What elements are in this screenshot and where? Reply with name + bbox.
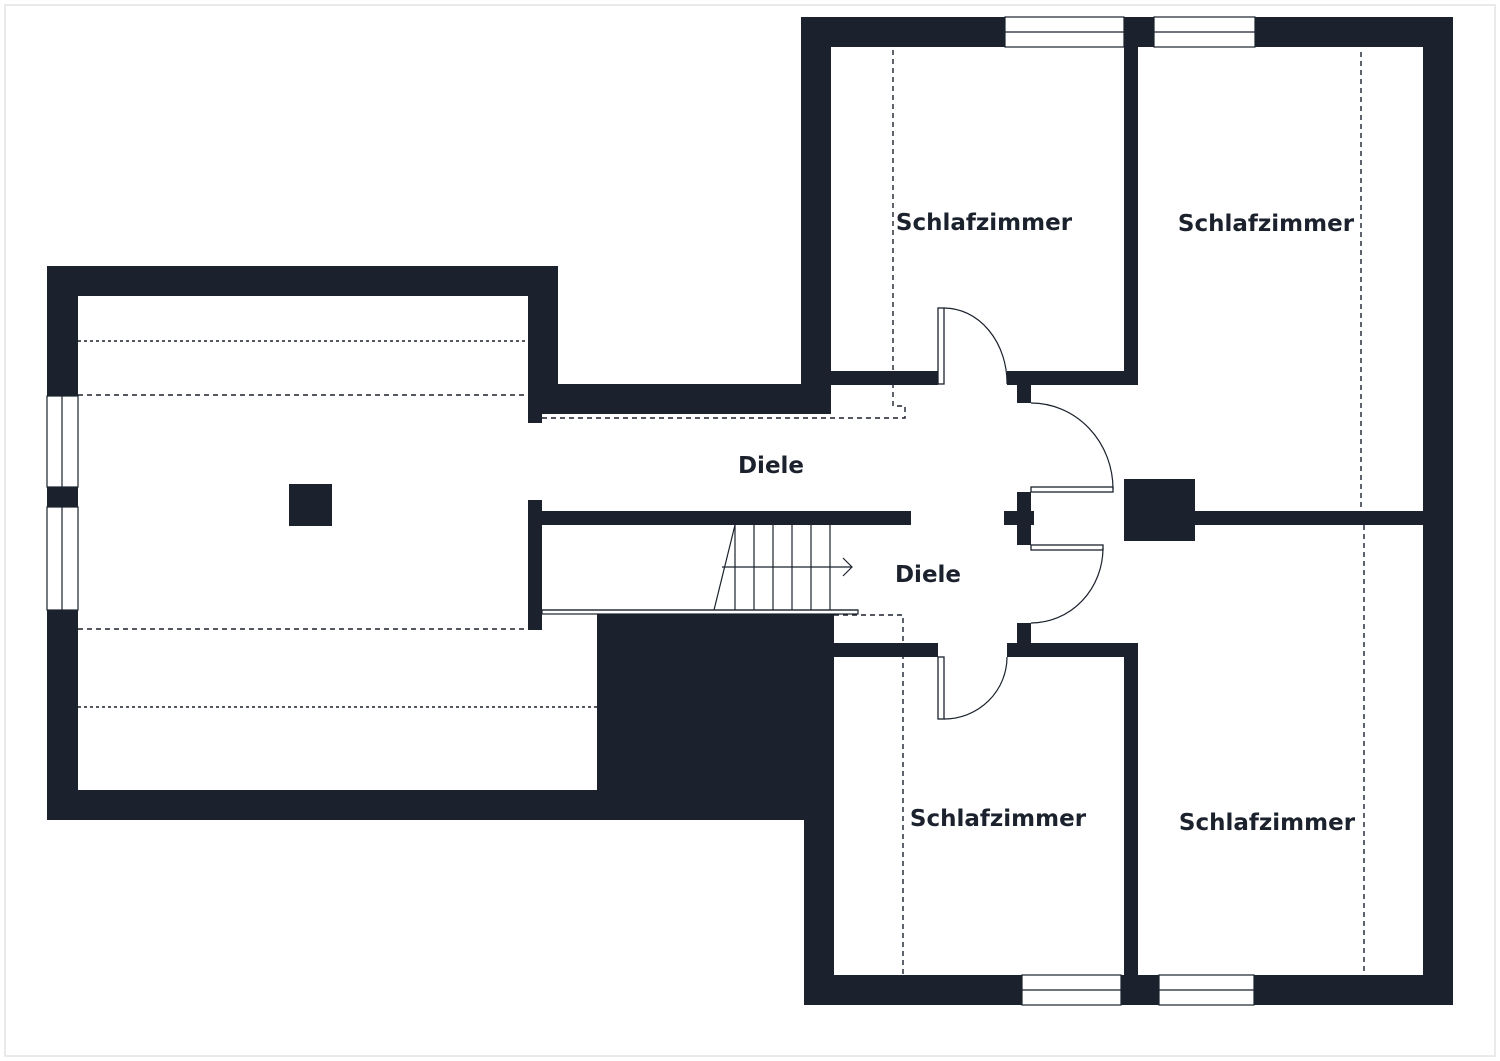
wall-attic-stub-lower	[528, 500, 542, 630]
wall-attic-left-mid	[47, 487, 78, 507]
wall-bottom-bedrooms-mid	[1124, 643, 1138, 1005]
window-bottom-left	[1021, 974, 1122, 1006]
door-bottom-right-bedroom	[1030, 544, 1104, 624]
window-top-left	[1004, 16, 1125, 48]
doors	[937, 307, 1114, 720]
door-top-right-bedroom	[1030, 402, 1114, 493]
chimney-attic	[289, 484, 332, 526]
room-label-bedroom-bottom-left: Schlafzimmer	[910, 806, 1087, 832]
room-label-hallway-upper: Diele	[738, 453, 804, 479]
wall-top-left-bedroom-bottom-a	[831, 371, 938, 385]
wall-attic-top	[47, 266, 558, 296]
wall-bottom-bedrooms-bottom-mid	[1121, 975, 1159, 1005]
wall-top-left-bedroom-left	[801, 17, 831, 414]
window-bottom-right	[1158, 974, 1255, 1006]
walls	[47, 17, 1453, 1005]
windows	[46, 16, 1256, 1006]
wall-bottom-bedrooms-bottom-left	[804, 975, 1022, 1005]
room-label-bedroom-top-right: Schlafzimmer	[1178, 211, 1355, 237]
wall-bottom-bedrooms-bottom-right	[1254, 975, 1453, 1005]
wall-bottom-left-bedroom-left	[804, 643, 834, 1005]
door-top-left-bedroom	[937, 307, 1008, 385]
wall-door-jamb-3	[1017, 623, 1031, 643]
wall-attic-left-upper	[47, 266, 78, 396]
room-labels: Schlafzimmer Schlafzimmer Schlafzimmer S…	[738, 210, 1356, 836]
window-attic-lower	[46, 506, 79, 611]
wall-top-bedrooms-mid	[1124, 17, 1138, 384]
door-bottom-left-bedroom	[937, 656, 1008, 720]
wall-corridor-divider	[542, 511, 911, 525]
wall-right-divider	[1195, 511, 1423, 525]
chimney-right	[1124, 479, 1195, 541]
wall-door-jamb-1	[1017, 384, 1031, 403]
wall-corridor-top	[528, 384, 830, 414]
wall-door-jamb-2	[1017, 492, 1031, 545]
window-attic-upper	[46, 395, 79, 488]
room-label-bedroom-top-left: Schlafzimmer	[896, 210, 1073, 236]
room-label-bedroom-bottom-right: Schlafzimmer	[1179, 810, 1356, 836]
room-label-hallway-lower: Diele	[895, 562, 961, 588]
wall-attic-right-upper	[528, 266, 558, 384]
wall-bottom-left-bedroom-top-b	[1007, 643, 1138, 657]
wall-top-bedrooms-top-right	[1255, 17, 1453, 47]
wall-top-bedrooms-top-left	[801, 17, 1005, 47]
staircase	[541, 524, 859, 615]
wall-top-left-bedroom-bottom-b	[1007, 371, 1138, 385]
solid-block	[597, 614, 834, 804]
wall-bottom-left-bedroom-top-a	[834, 643, 938, 657]
wall-right-outer	[1423, 17, 1453, 1005]
window-top-right	[1153, 16, 1256, 48]
dashed-lines	[78, 47, 1365, 975]
page-frame	[4, 4, 1496, 1057]
wall-attic-left-lower	[47, 610, 78, 820]
